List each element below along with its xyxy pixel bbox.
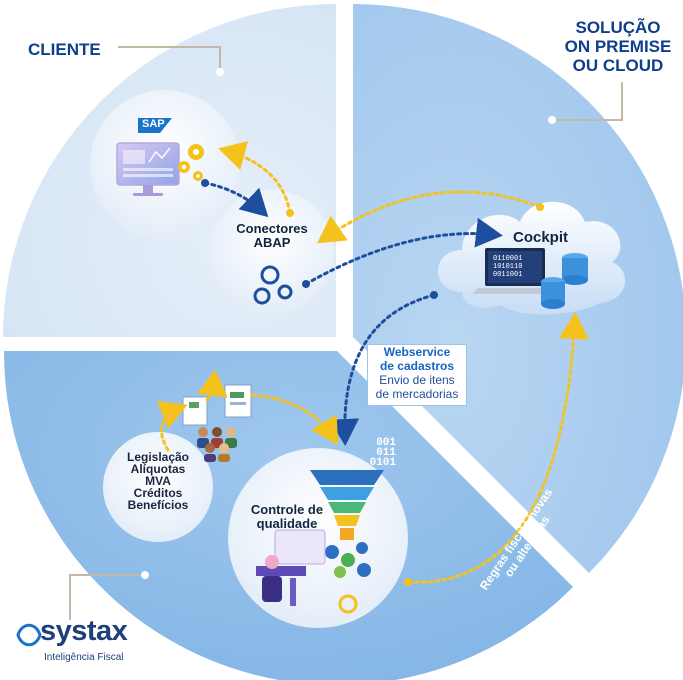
tax-topic: Alíquotas — [130, 462, 186, 476]
quality-title-line: Controle de — [250, 502, 324, 517]
connectors-title-line: Conectores — [236, 221, 308, 236]
sap-gears-icon — [178, 144, 204, 181]
funnel-bit-line: 0101 — [369, 457, 396, 469]
tax-topic: Benefícios — [127, 498, 189, 512]
systax-logo-name: systax — [40, 615, 128, 647]
tax-topics-list: Legislação Alíquotas MVA Créditos Benefí… — [118, 451, 198, 511]
client-title: CLIENTE — [28, 40, 101, 59]
laptop-icon — [472, 248, 558, 294]
solution-title: SOLUÇÃO ON PREMISE OU CLOUD — [553, 18, 683, 75]
tax-list-disc — [103, 432, 213, 542]
sap-badge: SAP — [142, 118, 165, 130]
arrow-cockpit-to-quality — [329, 293, 436, 446]
connectors-gears-icon — [253, 265, 293, 305]
arrow-connectors-to-cockpit — [304, 217, 503, 286]
quality-control-title: Controle de qualidade — [242, 503, 332, 531]
binary-line: 0011001 — [493, 271, 523, 279]
tax-topic: MVA — [145, 474, 171, 488]
arrow-cockpit-to-connectors — [317, 190, 542, 244]
quality-gears-icon — [325, 542, 371, 614]
arrow-documents-to-quality — [250, 393, 339, 446]
solution-title-line: SOLUÇÃO — [575, 18, 661, 37]
arrow-sap-to-connectors — [203, 181, 269, 218]
connectors-title-line: ABAP — [253, 235, 291, 250]
solution-title-line: ON PREMISE — [564, 37, 672, 56]
tax-topic: Legislação — [126, 450, 190, 464]
arrow-documents-flow — [156, 401, 188, 452]
tax-topic: Créditos — [133, 486, 183, 500]
operator-icon — [256, 529, 326, 606]
arrow-documents-to-funnel — [197, 369, 228, 402]
arrow-quality-to-cockpit — [406, 312, 589, 584]
binary-line: 0110001 — [493, 255, 523, 263]
systax-logo-tagline: Inteligência Fiscal — [44, 652, 124, 663]
quality-funnel-icon — [310, 470, 384, 540]
connectors-disc — [210, 190, 334, 314]
arrow-connectors-to-sap — [218, 141, 292, 215]
systax-logo-mark — [16, 623, 42, 647]
connectors-title: Conectores ABAP — [222, 222, 322, 250]
quality-title-line: qualidade — [256, 516, 318, 531]
solution-title-leader — [552, 82, 623, 121]
funnel-bit-line: 011 — [376, 447, 396, 459]
cockpit-title: Cockpit — [513, 229, 569, 246]
binary-line: 1010110 — [493, 263, 523, 271]
webservice-line: Webservice — [383, 345, 451, 359]
sap-logo-icon — [138, 118, 172, 133]
client-title-leader — [118, 46, 221, 72]
binary-readout: 0110001 1010110 0011001 — [493, 255, 541, 279]
funnel-bits: 001 011 0101 — [356, 437, 396, 469]
database-icon — [541, 253, 588, 309]
people-icon — [197, 427, 237, 462]
webservice-label-box: Webservice de cadastros Envio de itens d… — [367, 344, 467, 406]
webservice-line: de mercadorias — [375, 387, 459, 401]
funnel-bit-line: 001 — [376, 437, 396, 449]
solution-title-line: OU CLOUD — [572, 56, 664, 75]
webservice-line: Envio de itens — [379, 373, 455, 387]
sap-monitor-icon — [116, 142, 180, 196]
logo-leader — [69, 574, 145, 620]
webservice-line: de cadastros — [379, 359, 455, 373]
